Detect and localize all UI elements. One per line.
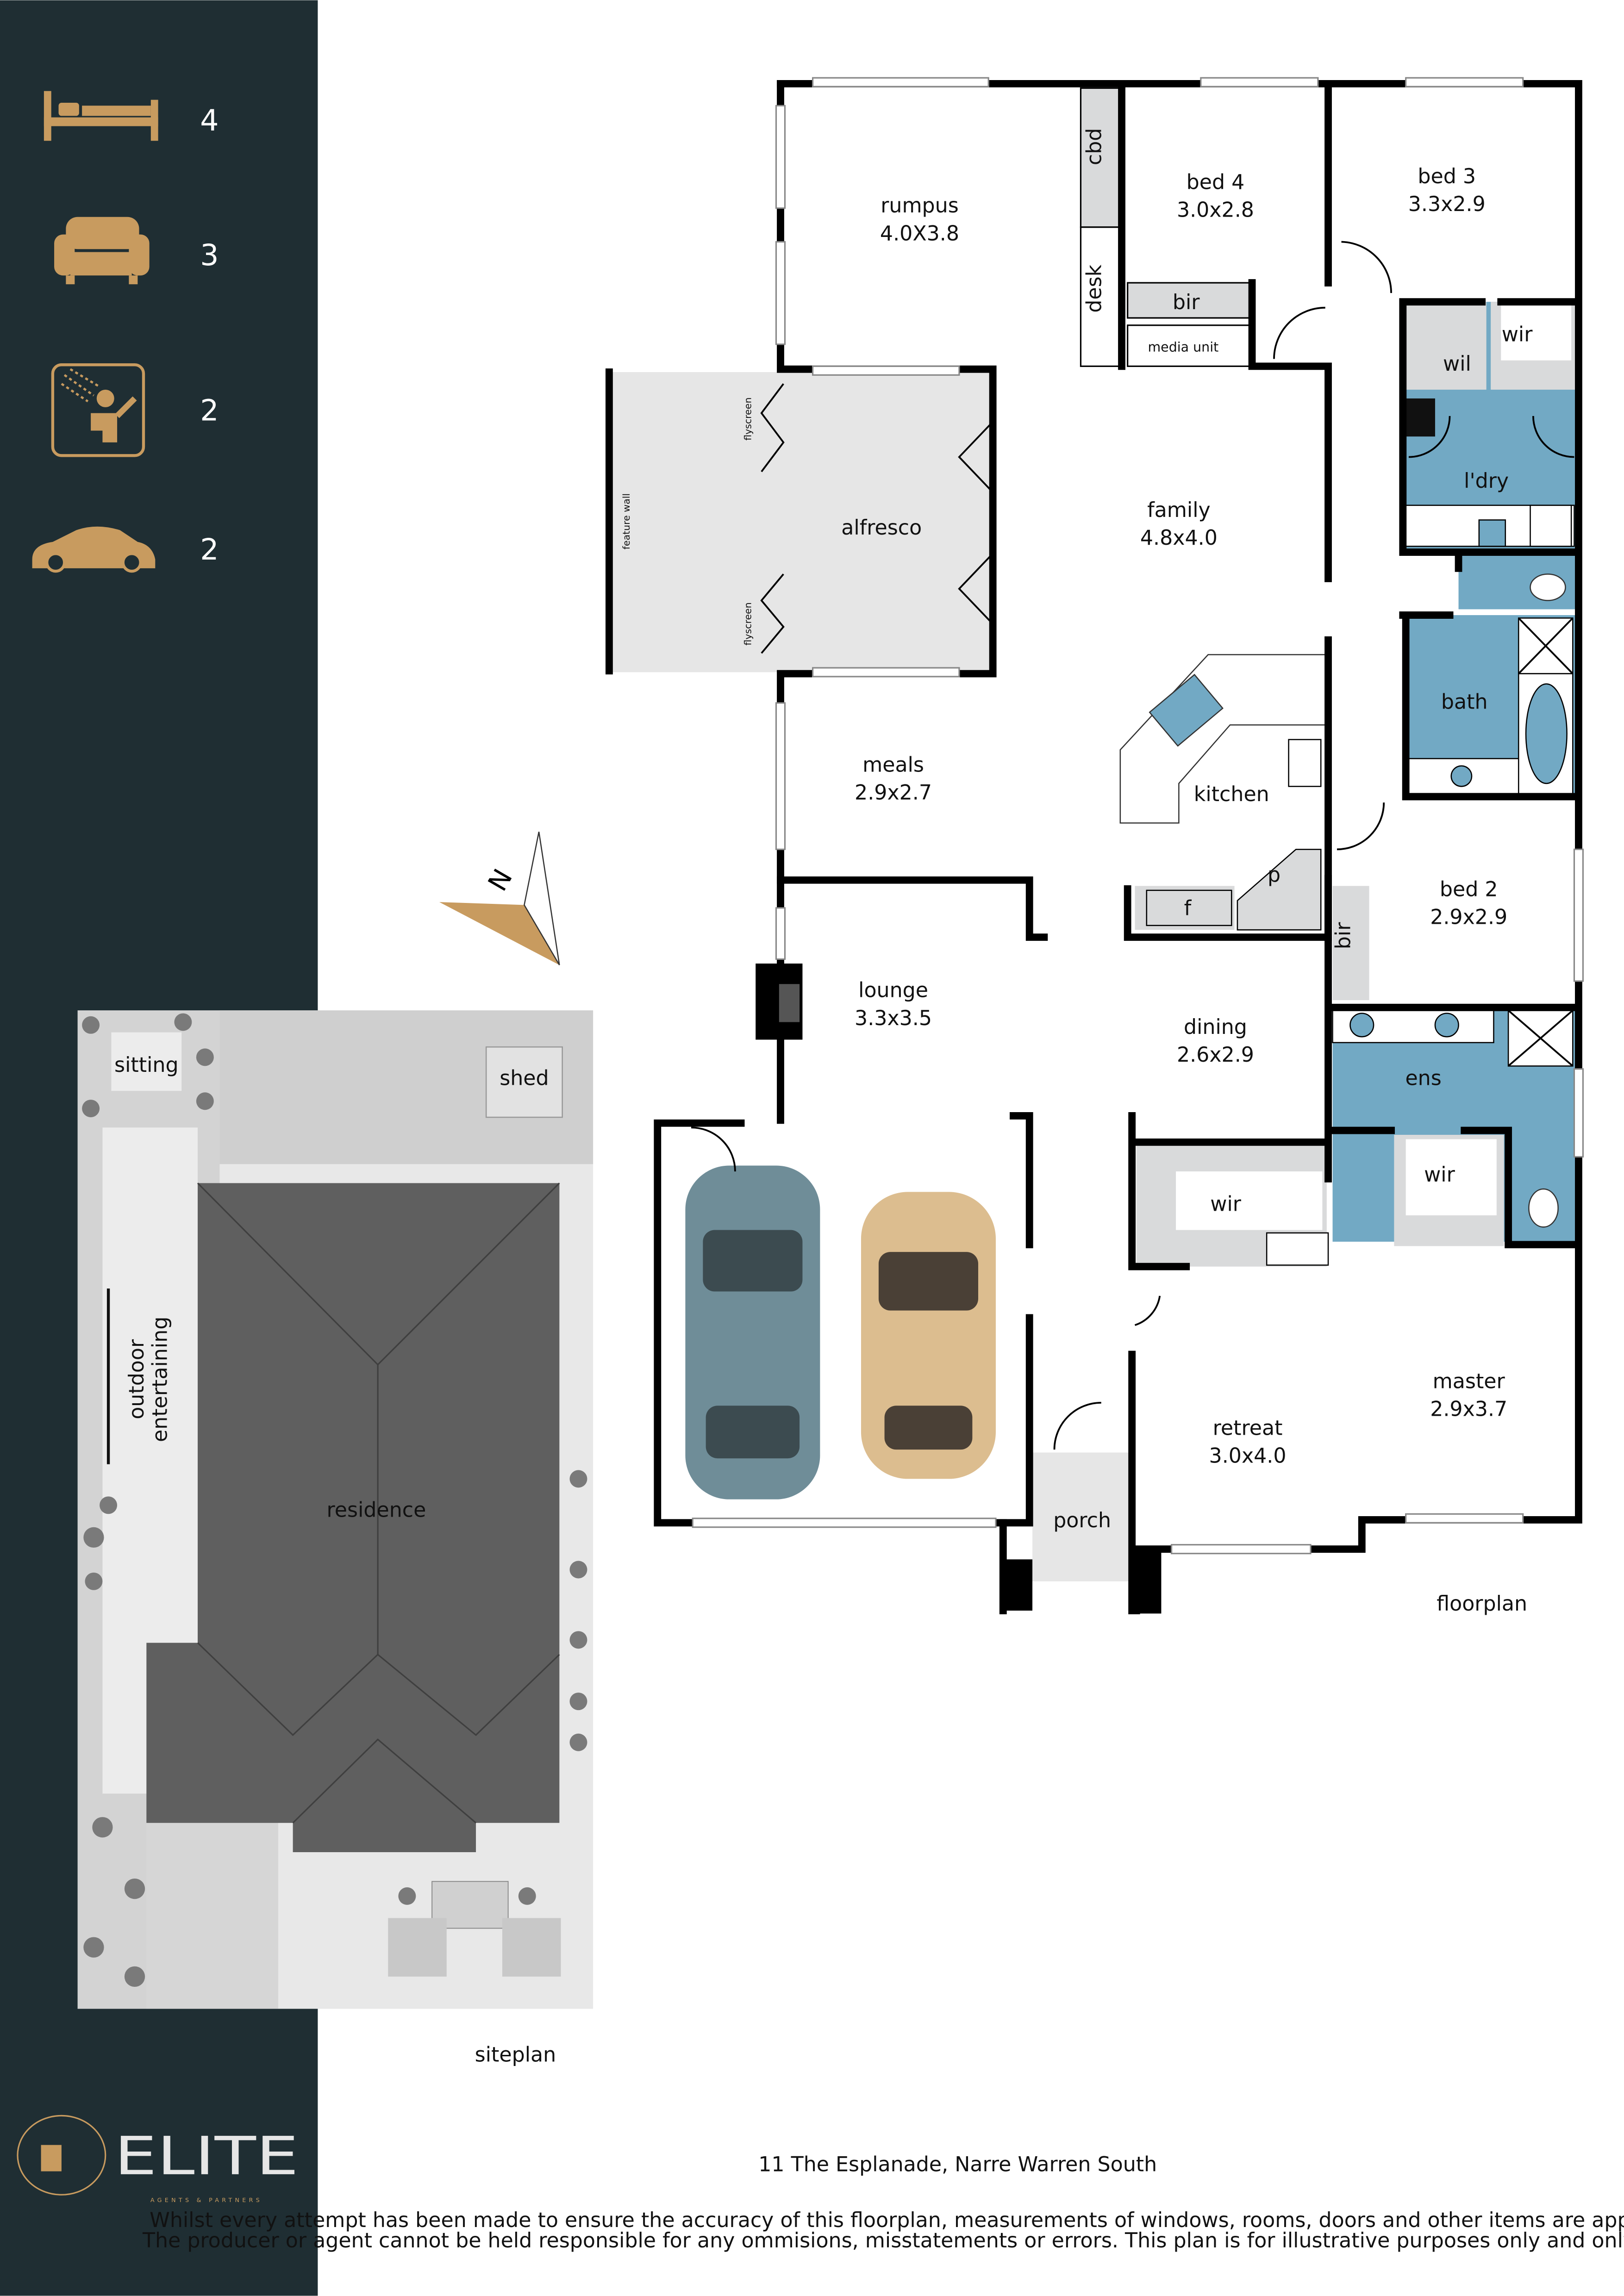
disclaimer-line-2: The producer or agent cannot be held res… [142, 2229, 1624, 2252]
lounge-size: 3.3x3.5 [855, 1007, 932, 1030]
disclaimer-line-1: Whilst every attempt has been made to en… [150, 2209, 1624, 2232]
ens-wir-label: wir [1424, 1163, 1455, 1187]
bed-icon [44, 91, 158, 141]
property-address: 11 The Esplanade, Narre Warren South [758, 2153, 1157, 2177]
ens-label: ens [1405, 1066, 1441, 1090]
compass-north-label: N [482, 864, 518, 896]
bed2-size: 2.9x2.9 [1430, 906, 1507, 929]
bathroom-count: 2 [200, 393, 219, 427]
bir2-label: bir [1331, 922, 1355, 949]
car-1-icon [685, 1165, 820, 1500]
kitchen-label: kitchen [1194, 783, 1269, 806]
desk-label: desk [1083, 264, 1106, 312]
media-unit-label: media unit [1148, 340, 1218, 355]
flyscreen-label-top: flyscreen [743, 398, 754, 441]
rumpus-size: 4.0X3.8 [880, 222, 959, 245]
dining-size: 2.6x2.9 [1177, 1043, 1254, 1067]
logo-name: ELITE [114, 2125, 299, 2187]
flyscreen-label-bottom: flyscreen [743, 602, 754, 645]
bir-label: bir [1173, 291, 1200, 314]
logo-tagline: AGENTS & PARTNERS [150, 2196, 262, 2203]
bed2-label: bed 2 [1440, 877, 1498, 901]
master-label: master [1433, 1369, 1505, 1393]
bed4-size: 3.0x2.8 [1177, 199, 1254, 222]
siteplan-residence-label: residence [327, 1499, 426, 1522]
master-wir-label: wir [1210, 1193, 1242, 1216]
shower-icon [51, 363, 145, 457]
feature-wall-label: feature wall [621, 493, 632, 550]
lounge-label: lounge [858, 979, 928, 1002]
floorplan-title: floorplan [1437, 1592, 1527, 1616]
floorplan [605, 77, 1584, 1614]
pantry-label: p [1268, 863, 1280, 887]
family-size: 4.8x4.0 [1140, 526, 1218, 550]
parking-count: 2 [200, 532, 219, 566]
meals-label: meals [862, 753, 924, 777]
siteplan: sitting shed outdoor entertaining reside… [77, 1010, 593, 2009]
siteplan-outdoor-label: outdoor [125, 1339, 149, 1419]
room-labels: rumpus 4.0X3.8 bed 4 3.0x2.8 bed 3 3.3x2… [621, 128, 1533, 1532]
siteplan-title: siteplan [475, 2043, 556, 2066]
wir-label: wir [1502, 323, 1533, 347]
elite-logo: ELITE AGENTS & PARTNERS [17, 2115, 299, 2203]
retreat-label: retreat [1213, 1416, 1283, 1440]
siteplan-sitting-label: sitting [114, 1053, 179, 1077]
bed3-size: 3.3x2.9 [1408, 193, 1486, 216]
master-size: 2.9x3.7 [1430, 1397, 1507, 1421]
alfresco-label: alfresco [841, 516, 922, 540]
laundry-label: l'dry [1464, 469, 1509, 493]
retreat-size: 3.0x4.0 [1209, 1444, 1287, 1468]
rumpus-label: rumpus [881, 194, 959, 218]
car-2-icon [861, 1192, 996, 1479]
sofa-icon [54, 217, 150, 285]
family-label: family [1147, 498, 1211, 522]
compass-icon: N [439, 831, 560, 965]
bed3-label: bed 3 [1418, 165, 1476, 188]
cbd-label: cbd [1083, 128, 1106, 166]
lounge-count: 3 [200, 238, 219, 272]
siteplan-entertaining-label: entertaining [149, 1317, 172, 1442]
porch-label: porch [1053, 1509, 1111, 1532]
car-icon [32, 526, 156, 573]
bed4-label: bed 4 [1187, 171, 1245, 194]
dining-label: dining [1184, 1015, 1247, 1039]
meals-size: 2.9x2.7 [855, 781, 932, 805]
siteplan-shed-label: shed [500, 1066, 549, 1090]
bedroom-count: 4 [200, 103, 219, 137]
wil-label: wil [1443, 352, 1471, 376]
bath-label: bath [1441, 691, 1488, 714]
fridge-label: f [1184, 897, 1192, 921]
